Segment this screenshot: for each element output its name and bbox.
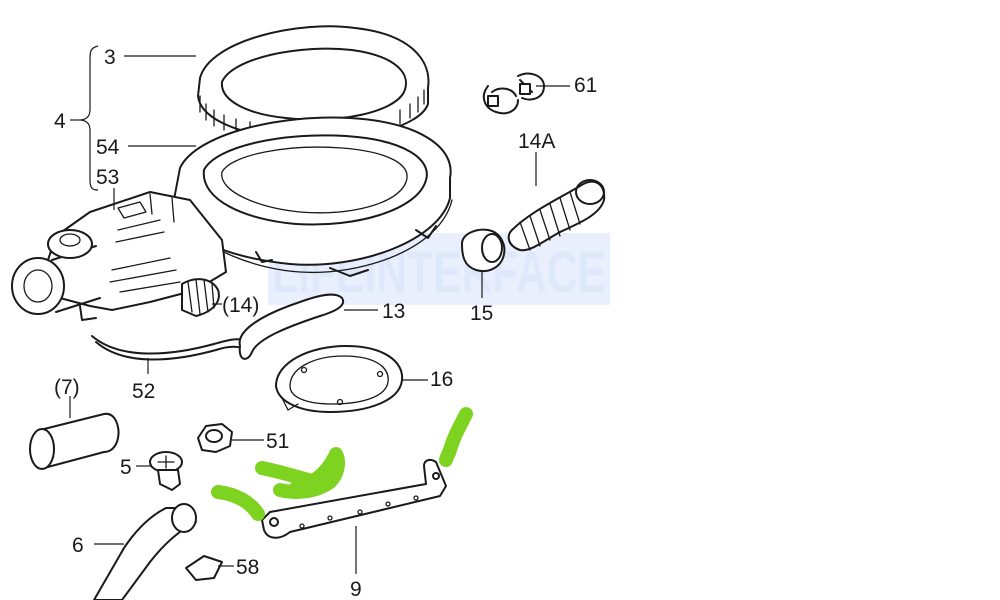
part-14a-corrugated-hose [507, 179, 606, 252]
callout-61: 61 [574, 74, 597, 97]
callout-labels: 3 4 54 53 61 14A (14) 13 15 16 52 (7) 51… [54, 46, 597, 600]
callout-15: 15 [470, 302, 493, 325]
callout-6: 6 [72, 534, 84, 557]
callout-51: 51 [266, 430, 289, 453]
callout-3: 3 [104, 46, 116, 69]
callout-52: 52 [132, 380, 155, 403]
highlight-mark-middle [255, 447, 345, 499]
part-6-pipe [93, 503, 197, 600]
part-52-hose [91, 335, 245, 361]
part-13-hose [238, 293, 345, 360]
part-53-inlet-body [11, 191, 227, 321]
highlight-mark-left [211, 485, 265, 521]
callout-7: (7) [54, 376, 80, 399]
callout-16: 16 [430, 368, 453, 391]
highlight-mark-right [439, 407, 473, 467]
part-61-clamps [482, 72, 545, 115]
part-51-nut [197, 423, 233, 453]
leader-lines [69, 45, 570, 574]
callout-4: 4 [54, 110, 66, 133]
callout-9: 9 [350, 578, 362, 600]
part-9-bracket [261, 458, 447, 539]
part-14-small-hose [181, 278, 220, 317]
callout-58: 58 [236, 556, 259, 579]
highlight-marks [211, 407, 473, 521]
callout-14a: 14A [518, 130, 555, 153]
callout-14: (14) [222, 294, 259, 317]
part-5-bolt [149, 451, 183, 491]
callout-53: 53 [96, 166, 119, 189]
part-7-cylinder [29, 412, 120, 470]
part-58-clip [185, 555, 223, 581]
part-54-housing [171, 116, 453, 277]
part-15-grommet [461, 228, 506, 272]
callout-54: 54 [96, 136, 120, 159]
callout-5: 5 [120, 456, 132, 479]
part-16-gasket [275, 345, 404, 413]
callout-13: 13 [382, 300, 405, 323]
